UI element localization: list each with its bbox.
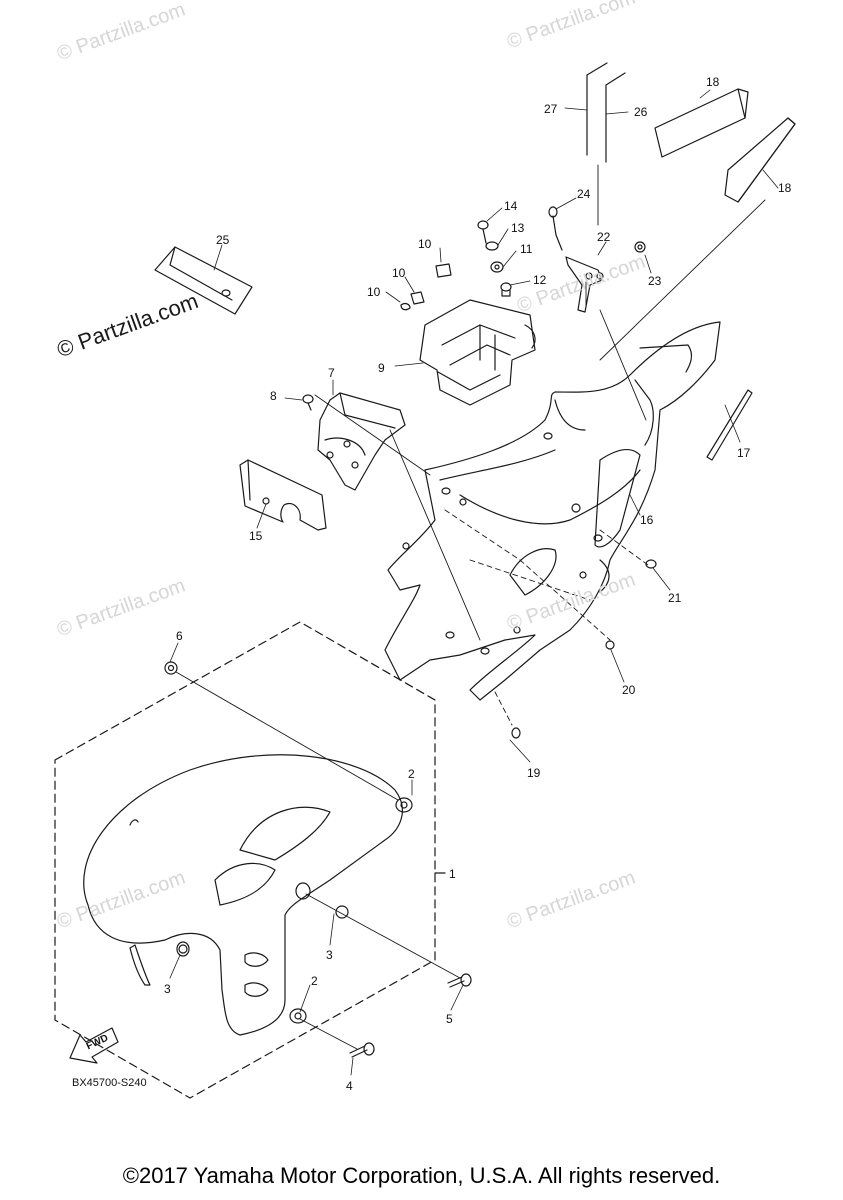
callout-3[interactable]: 3 [164, 982, 171, 996]
callout-9[interactable]: 9 [378, 361, 385, 375]
rear-fender-part [384, 321, 721, 701]
callout-12[interactable]: 12 [533, 273, 547, 287]
callout-5[interactable]: 5 [446, 1012, 453, 1026]
strip-part-17 [706, 389, 753, 461]
callout-25[interactable]: 25 [216, 233, 230, 247]
callout-19[interactable]: 19 [527, 766, 541, 780]
callout-6[interactable]: 6 [176, 629, 183, 643]
grommet-part-12 [500, 282, 512, 297]
collar-part-2-upper [395, 797, 413, 813]
callout-14[interactable]: 14 [504, 199, 518, 213]
washer-part-13 [485, 241, 499, 251]
callout-10[interactable]: 10 [418, 237, 432, 251]
callout-1[interactable]: 1 [449, 867, 456, 881]
callout-21[interactable]: 21 [668, 591, 682, 605]
callout-10[interactable]: 10 [392, 266, 406, 280]
callout-18[interactable]: 18 [706, 75, 720, 89]
screw-part-21 [645, 559, 657, 569]
bracket-part-22 [565, 256, 604, 313]
callout-24[interactable]: 24 [577, 187, 591, 201]
screw-part-24 [548, 206, 563, 251]
screw-part-14 [477, 220, 489, 244]
callout-18[interactable]: 18 [778, 181, 792, 195]
collar-part-2-lower [289, 1008, 307, 1024]
callout-22[interactable]: 22 [597, 230, 611, 244]
callout-23[interactable]: 23 [648, 274, 662, 288]
band-part-25 [154, 246, 253, 315]
callout-leaders [169, 89, 779, 1076]
nut-part-6 [164, 661, 178, 675]
screw-part-20 [605, 640, 615, 650]
wire-part-26 [605, 72, 626, 163]
clip-part-10-a [435, 263, 452, 278]
callout-4[interactable]: 4 [346, 1079, 353, 1093]
assembly-lines [175, 164, 766, 1050]
callout-27[interactable]: 27 [544, 102, 558, 116]
callout-16[interactable]: 16 [640, 513, 654, 527]
damper-part-3-right [335, 905, 349, 919]
bolt-part-5 [447, 973, 472, 988]
front-fender-part [83, 754, 404, 1036]
screw-part-19 [511, 727, 521, 739]
pad-part-18-lower [724, 117, 796, 203]
callout-2[interactable]: 2 [408, 767, 415, 781]
callout-26[interactable]: 26 [634, 105, 648, 119]
callout-11[interactable]: 11 [520, 242, 533, 256]
callout-15[interactable]: 15 [249, 529, 263, 543]
callout-3[interactable]: 3 [326, 948, 333, 962]
copyright-footer: ©2017 Yamaha Motor Corporation, U.S.A. A… [122, 1163, 721, 1188]
battery-box-part-9 [419, 299, 536, 406]
holder-part-15 [239, 459, 327, 531]
nut-part-23 [634, 241, 646, 253]
clip-part-10-b [410, 291, 425, 305]
wire-part-27 [586, 62, 608, 156]
callout-20[interactable]: 20 [622, 683, 636, 697]
cover-part-7 [317, 392, 406, 491]
callout-2[interactable]: 2 [311, 974, 318, 988]
screw-part-8 [302, 394, 314, 411]
callout-17[interactable]: 17 [737, 446, 751, 460]
callout-10[interactable]: 10 [367, 285, 381, 299]
pad-part-18-upper [654, 88, 749, 158]
callout-7[interactable]: 7 [328, 366, 335, 380]
callout-13[interactable]: 13 [511, 221, 525, 235]
callout-8[interactable]: 8 [270, 389, 277, 403]
drawing-code: BX45700-S240 [72, 1077, 147, 1089]
nut-part-11 [490, 261, 504, 273]
damper-part-3-left [178, 944, 188, 954]
clip-part-10-c [400, 302, 411, 311]
bolt-part-4 [349, 1042, 375, 1058]
dashed-assembly-lines [444, 509, 649, 726]
fwd-arrow-icon [69, 1027, 119, 1064]
front-fender-group-boundary [54, 621, 446, 1099]
